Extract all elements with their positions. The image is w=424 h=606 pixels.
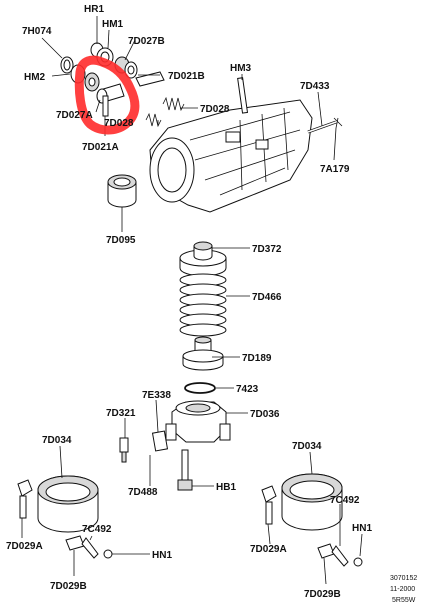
- label-7d027b: 7D027B: [128, 36, 165, 47]
- label-7d372: 7D372: [252, 244, 282, 255]
- piston-7d372: [179, 241, 227, 277]
- drawing-model: 5R55W: [392, 597, 416, 604]
- cylinder-7d095: [107, 174, 137, 208]
- label-7d034-left: 7D034: [42, 435, 72, 446]
- label-hm2: HM2: [24, 72, 46, 83]
- label-7d095: 7D095: [106, 235, 136, 246]
- label-7d321: 7D321: [106, 408, 136, 419]
- drawing-code: 3070152 11-2000 5R55W: [390, 575, 417, 604]
- label-hb1: HB1: [216, 482, 236, 493]
- label-7a179: 7A179: [320, 164, 350, 175]
- label-hr1: HR1: [84, 4, 104, 15]
- highlight-marker: [74, 55, 140, 135]
- servo-cover-7d036: [165, 400, 231, 443]
- label-7c492-left: 7C492: [82, 524, 112, 535]
- pin-7e338: [151, 430, 169, 452]
- label-7d029b-right: 7D029B: [304, 589, 341, 600]
- transmission-case: [149, 99, 313, 213]
- label-7d189: 7D189: [242, 353, 272, 364]
- label-7423: 7423: [236, 384, 259, 395]
- label-7d029a-right: 7D029A: [250, 544, 287, 555]
- label-7e338: 7E338: [142, 390, 171, 401]
- label-7d034-right: 7D034: [292, 441, 322, 452]
- label-7d036: 7D036: [250, 409, 280, 420]
- label-hm3: HM3: [230, 63, 252, 74]
- hm3-pin: [237, 77, 249, 114]
- label-7d028-b: 7D028: [104, 118, 134, 129]
- label-7d021a: 7D021A: [82, 142, 119, 153]
- screw-7d321: [119, 437, 129, 463]
- label-7d466: 7D466: [252, 292, 282, 303]
- label-7d021b: 7D021B: [168, 71, 205, 82]
- band-assembly-right: [261, 473, 363, 567]
- seal-ring-7423: [184, 382, 216, 394]
- label-7d028-a: 7D028: [200, 104, 230, 115]
- label-hn1-left: HN1: [152, 550, 172, 561]
- drawing-number: 3070152: [390, 575, 417, 582]
- label-hn1-right: HN1: [352, 523, 372, 534]
- part-labels: HR1 HM1 7H074 7D027B HM2 7D021B HM3 7D43…: [6, 4, 372, 600]
- label-7d029b-left: 7D029B: [50, 581, 87, 592]
- label-7d488: 7D488: [128, 487, 158, 498]
- label-7c492-right: 7C492: [330, 495, 360, 506]
- bolt-hb1: [177, 449, 193, 491]
- band-assembly-left: [17, 475, 113, 559]
- leader-lines: [21, 16, 363, 585]
- label-7d027a: 7D027A: [56, 110, 93, 121]
- retainer-7d189: [182, 336, 224, 371]
- label-7h074: 7H074: [22, 26, 52, 37]
- label-7d433: 7D433: [300, 81, 330, 92]
- spring-7d466: [179, 273, 227, 337]
- shaft-7d433: [307, 117, 343, 134]
- drawing-date: 11-2000: [390, 586, 415, 593]
- label-7d029a-left: 7D029A: [6, 541, 43, 552]
- label-hm1: HM1: [102, 19, 124, 30]
